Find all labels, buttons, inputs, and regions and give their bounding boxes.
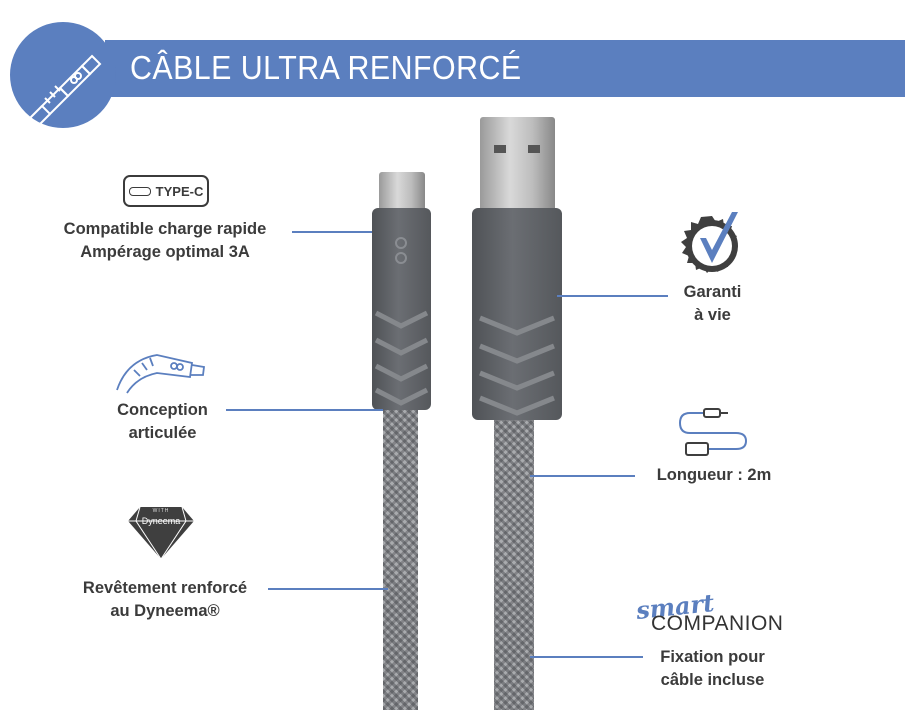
feature-line: Revêtement renforcé [82, 579, 248, 597]
feature-line: à vie [694, 306, 731, 324]
page-title: CÂBLE ULTRA RENFORCÉ [130, 49, 522, 86]
articulated-cable-icon [112, 345, 212, 400]
logo-companion: COMPANION [651, 612, 784, 635]
feature-line: Ampérage optimal 3A [80, 243, 250, 261]
usb-a-braided-cable [494, 420, 534, 710]
type-c-label: TYPE-C [155, 183, 204, 199]
title-banner [105, 40, 905, 97]
cable-icon [10, 22, 116, 128]
callout-line [530, 475, 635, 477]
warranty-feature: Garanti à vie [665, 281, 760, 327]
fast-charge-feature: Compatible charge rapide Ampérage optima… [45, 218, 285, 264]
length-feature: Longueur : 2m [640, 464, 788, 487]
type-c-badge: TYPE-C [123, 175, 209, 207]
cable-length-icon [678, 405, 750, 462]
feature-line: Fixation pour [660, 648, 765, 666]
usb-c-housing [372, 208, 431, 410]
usb-c-port-icon [128, 186, 151, 196]
dyneema-feature: Revêtement renforcé au Dyneema® [60, 577, 270, 623]
callout-line [557, 295, 668, 297]
callout-line [226, 409, 383, 411]
logo-dyneema: Dyneema [141, 516, 181, 526]
feature-line: Longueur : 2m [656, 466, 772, 484]
feature-line: Compatible charge rapide [63, 220, 267, 238]
callout-line [530, 656, 643, 658]
feature-line: articulée [128, 424, 197, 442]
usb-a-housing [472, 208, 562, 420]
usb-c-braided-cable [383, 410, 418, 710]
logo-with: WITH [152, 508, 170, 514]
feature-line: au Dyneema® [110, 602, 220, 620]
companion-feature: Fixation pour câble incluse [645, 646, 780, 692]
dyneema-logo: WITH Dyneema [126, 505, 196, 560]
usb-a-connector [480, 117, 555, 214]
feature-line: câble incluse [660, 671, 765, 689]
warranty-check-icon [680, 208, 748, 281]
callout-line [292, 231, 372, 233]
callout-line [268, 588, 388, 590]
feature-line: Conception [117, 401, 208, 419]
feature-line: Garanti [683, 283, 742, 301]
articulated-feature: Conception articulée [95, 399, 230, 445]
usb-c-connector [379, 172, 425, 214]
